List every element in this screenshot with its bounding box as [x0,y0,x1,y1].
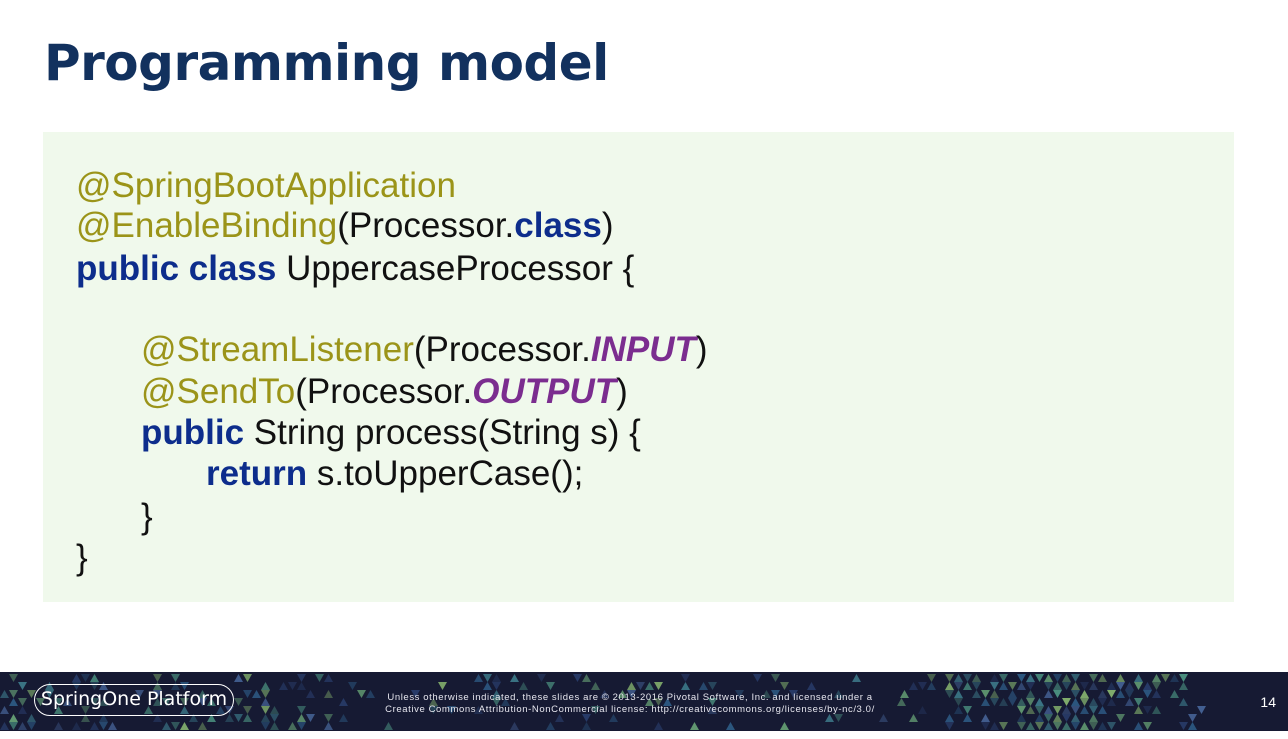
code-line: @EnableBinding(Processor.class) [76,206,614,246]
code-line: @SpringBootApplication [76,166,456,206]
code-token-plain: ) [616,372,628,411]
page-number: 14 [1260,694,1276,710]
code-token-plain: s.toUpperCase(); [307,454,584,493]
code-block: @SpringBootApplication @EnableBinding(Pr… [43,132,1234,602]
code-token-keyword: public class [76,249,277,288]
code-token-annotation: @SpringBootApplication [76,166,456,205]
code-line: } [76,538,88,578]
code-line: public class UppercaseProcessor { [76,249,634,289]
code-token-annotation: @StreamListener [141,330,414,369]
springone-platform-logo: SpringOne Platform [34,684,234,716]
slide-footer: SpringOne Platform Unless otherwise indi… [0,672,1288,731]
code-token-plain: (Processor. [337,206,515,245]
code-token-keyword: public [141,413,245,452]
code-token-constant: OUTPUT [472,372,617,411]
slide-title: Programming model [44,34,609,92]
code-token-plain: ) [601,206,614,245]
code-line: @StreamListener(Processor.INPUT) [141,330,708,370]
license-line-1: Unless otherwise indicated, these slides… [387,692,873,703]
code-line: public String process(String s) { [141,413,641,453]
code-token-plain: String process(String s) { [244,413,641,452]
code-token-plain: } [76,538,88,577]
code-token-plain: (Processor. [413,330,591,369]
footer-triangle-pattern [0,674,1206,730]
code-token-constant: INPUT [590,330,696,369]
license-notice: Unless otherwise indicated, these slides… [340,692,920,716]
code-token-plain: ) [695,330,708,369]
license-line-2: Creative Commons Attribution-NonCommerci… [385,704,875,715]
code-token-annotation: @EnableBinding [76,206,338,245]
code-line: } [141,497,153,537]
code-token-plain: } [141,497,153,536]
code-token-keyword: return [206,454,308,493]
code-token-annotation: @SendTo [141,372,296,411]
code-line: @SendTo(Processor.OUTPUT) [141,372,628,412]
code-token-plain: (Processor. [295,372,473,411]
code-line: return s.toUpperCase(); [206,454,583,494]
code-token-keyword: class [514,206,602,245]
code-token-plain: UppercaseProcessor { [276,249,635,288]
